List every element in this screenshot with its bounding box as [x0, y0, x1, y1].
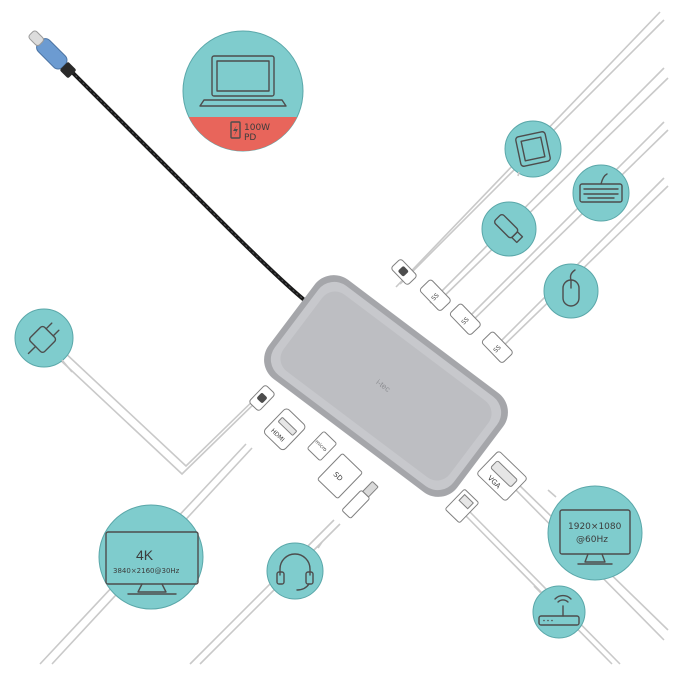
keyboard-icon	[579, 173, 623, 203]
usb-c-port-plug	[391, 259, 417, 285]
usb-c-connector	[28, 30, 76, 78]
monitor-fhd-circle: 1920×1080 @60Hz	[547, 485, 643, 581]
headphones-circle	[266, 542, 324, 600]
micro-sd-card: micro	[307, 431, 337, 461]
mouse-icon	[562, 269, 580, 307]
sd-card: SD	[317, 453, 363, 499]
monitor-4k-title: 4K	[136, 547, 154, 563]
tablet-icon	[515, 131, 551, 167]
ethernet-plug	[445, 489, 479, 523]
keyboard-circle	[572, 164, 630, 222]
vga-plug: VGA	[477, 451, 527, 501]
laptop-circle: 100W PD	[182, 30, 304, 152]
usb-ss-label-3: SS	[492, 344, 502, 354]
usb-ss-label-1: SS	[430, 292, 440, 302]
usb-stick-circle	[481, 201, 537, 257]
laptop-icon	[199, 55, 287, 107]
headphones-icon	[276, 553, 314, 591]
monitor-fhd-icon	[559, 509, 631, 565]
usb-c-cable	[28, 30, 314, 308]
circle-cable-stems	[61, 171, 557, 594]
usb-stick-icon	[493, 213, 524, 244]
router-circle	[532, 585, 586, 639]
battery-bolt-icon	[230, 121, 241, 139]
router-icon	[538, 594, 580, 626]
usb-a-plug-3: SS	[481, 331, 513, 363]
power-plug-circle	[14, 308, 74, 368]
power-label-line1: 100W	[244, 123, 270, 133]
monitor-4k-subtitle: 3840×2160@30Hz	[113, 567, 180, 575]
monitor-4k-circle: 4K 3840×2160@30Hz	[98, 504, 204, 610]
mouse-circle	[543, 263, 599, 319]
tablet-circle	[504, 120, 562, 178]
usb-a-plug-2: SS	[449, 303, 481, 335]
monitor-fhd-line1: 1920×1080	[568, 522, 622, 532]
power-label-line2: PD	[244, 133, 256, 143]
usb-c-power-plug	[249, 385, 275, 411]
hdmi-plug: HDMI	[263, 408, 306, 451]
monitor-fhd-line2: @60Hz	[576, 535, 608, 545]
audio-jack	[342, 481, 379, 519]
hub-body: i-tec	[264, 275, 508, 497]
usb-a-plug-1: SS	[419, 279, 451, 311]
usb-ss-label-2: SS	[460, 316, 470, 326]
power-plug-icon	[27, 322, 60, 355]
monitor-icon	[105, 531, 199, 595]
